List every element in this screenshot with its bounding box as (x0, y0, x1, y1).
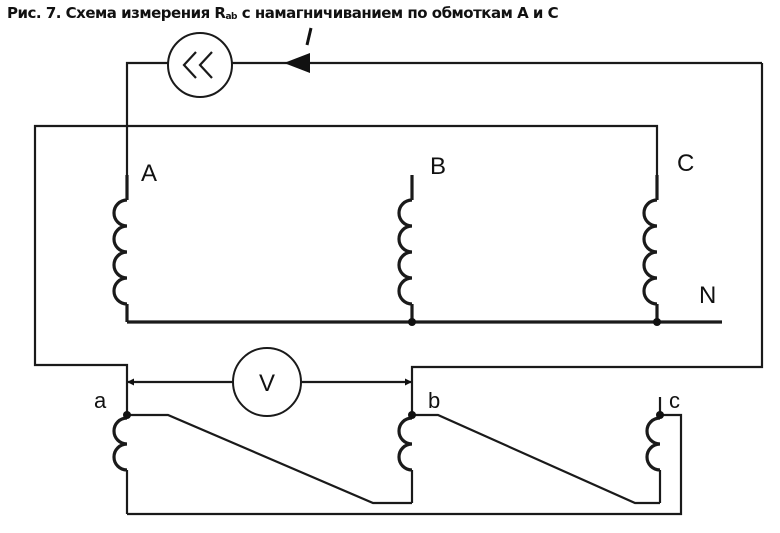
winding-c (645, 416, 661, 472)
voltmeter: V (127, 347, 412, 417)
link-C-to-a (33, 124, 659, 382)
node-c (656, 411, 664, 419)
wire-right-return (410, 63, 764, 382)
source-chevron-icon (182, 51, 197, 79)
caption-text: Рис. 7. Схема измерения R (7, 4, 226, 22)
label-B: B (430, 153, 446, 180)
current-arrow-icon (284, 53, 310, 73)
voltmeter-label: V (259, 370, 275, 397)
current-source (167, 32, 233, 98)
link-b-to-c-end (412, 413, 660, 505)
link-a-to-b-end (127, 413, 412, 505)
current-mark-icon (305, 27, 313, 46)
label-N: N (699, 282, 716, 309)
winding-A (112, 175, 129, 322)
node-b (408, 411, 416, 419)
label-b: b (428, 388, 440, 413)
winding-B (397, 175, 414, 322)
figure-caption: Рис. 7. Схема измерения Rab с намагничив… (7, 4, 559, 22)
wire-C-loop (33, 124, 659, 382)
caption-subscript: ab (225, 12, 237, 22)
winding-a (112, 416, 128, 472)
winding-b (397, 416, 413, 472)
current-source-loop (125, 27, 764, 382)
wire-to-A (125, 61, 168, 175)
node-C-neutral (653, 318, 661, 326)
label-A: A (141, 160, 157, 187)
secondary-delta (112, 382, 683, 516)
label-a: a (94, 388, 107, 413)
label-C: C (677, 150, 694, 177)
winding-C (642, 175, 659, 322)
node-a (123, 411, 131, 419)
link-c-to-a-end (127, 413, 683, 516)
node-B-neutral (408, 318, 416, 326)
label-c: c (669, 388, 680, 413)
caption-text-end: с намагничиванием по обмоткам A и C (237, 4, 559, 22)
source-chevron-icon (198, 51, 213, 79)
